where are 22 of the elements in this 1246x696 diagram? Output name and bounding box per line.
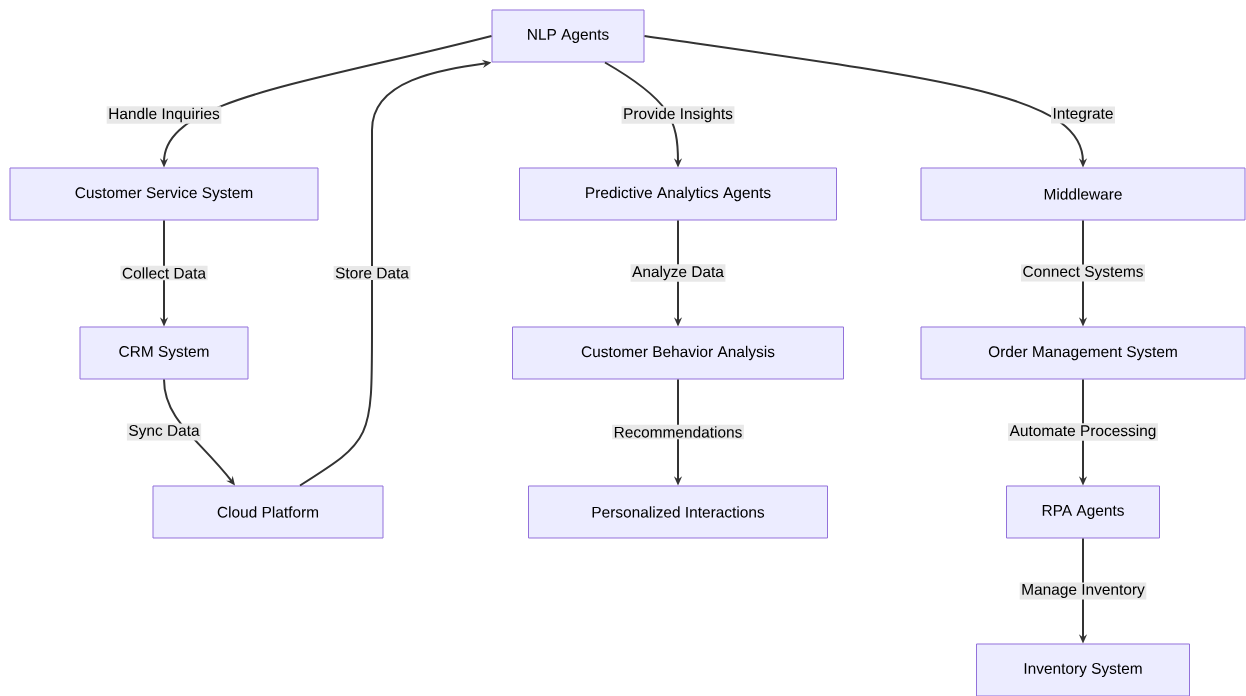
process-box: NLP Agents (491, 9, 645, 63)
process-box: CRM System (79, 326, 249, 380)
edge-label: Connect Systems (1021, 264, 1145, 282)
process-box: Personalized Interactions (528, 485, 828, 539)
edge-label: Automate Processing (1008, 423, 1158, 441)
process-box: Middleware (920, 167, 1246, 221)
edge-label: Store Data (333, 266, 411, 280)
edge-label: Provide Insights (621, 106, 735, 124)
process-box: Order Management System (920, 326, 1246, 380)
process-box: Predictive Analytics Agents (519, 167, 837, 221)
edge-label: Sync Data (126, 423, 202, 441)
process-box: Customer Behavior Analysis (512, 326, 844, 380)
edge-label: Analyze Data (630, 264, 726, 282)
process-box: Inventory System (976, 643, 1190, 696)
edge-label: Recommendations (612, 424, 744, 440)
edge-label: Collect Data (120, 265, 208, 281)
process-box: RPA Agents (1006, 485, 1160, 539)
edge-label: Manage Inventory (1019, 582, 1147, 600)
edge-label: Integrate (1051, 106, 1115, 124)
process-box: Cloud Platform (152, 485, 384, 539)
edge-label: Handle Inquiries (106, 106, 222, 124)
process-box: Customer Service System (9, 167, 319, 221)
